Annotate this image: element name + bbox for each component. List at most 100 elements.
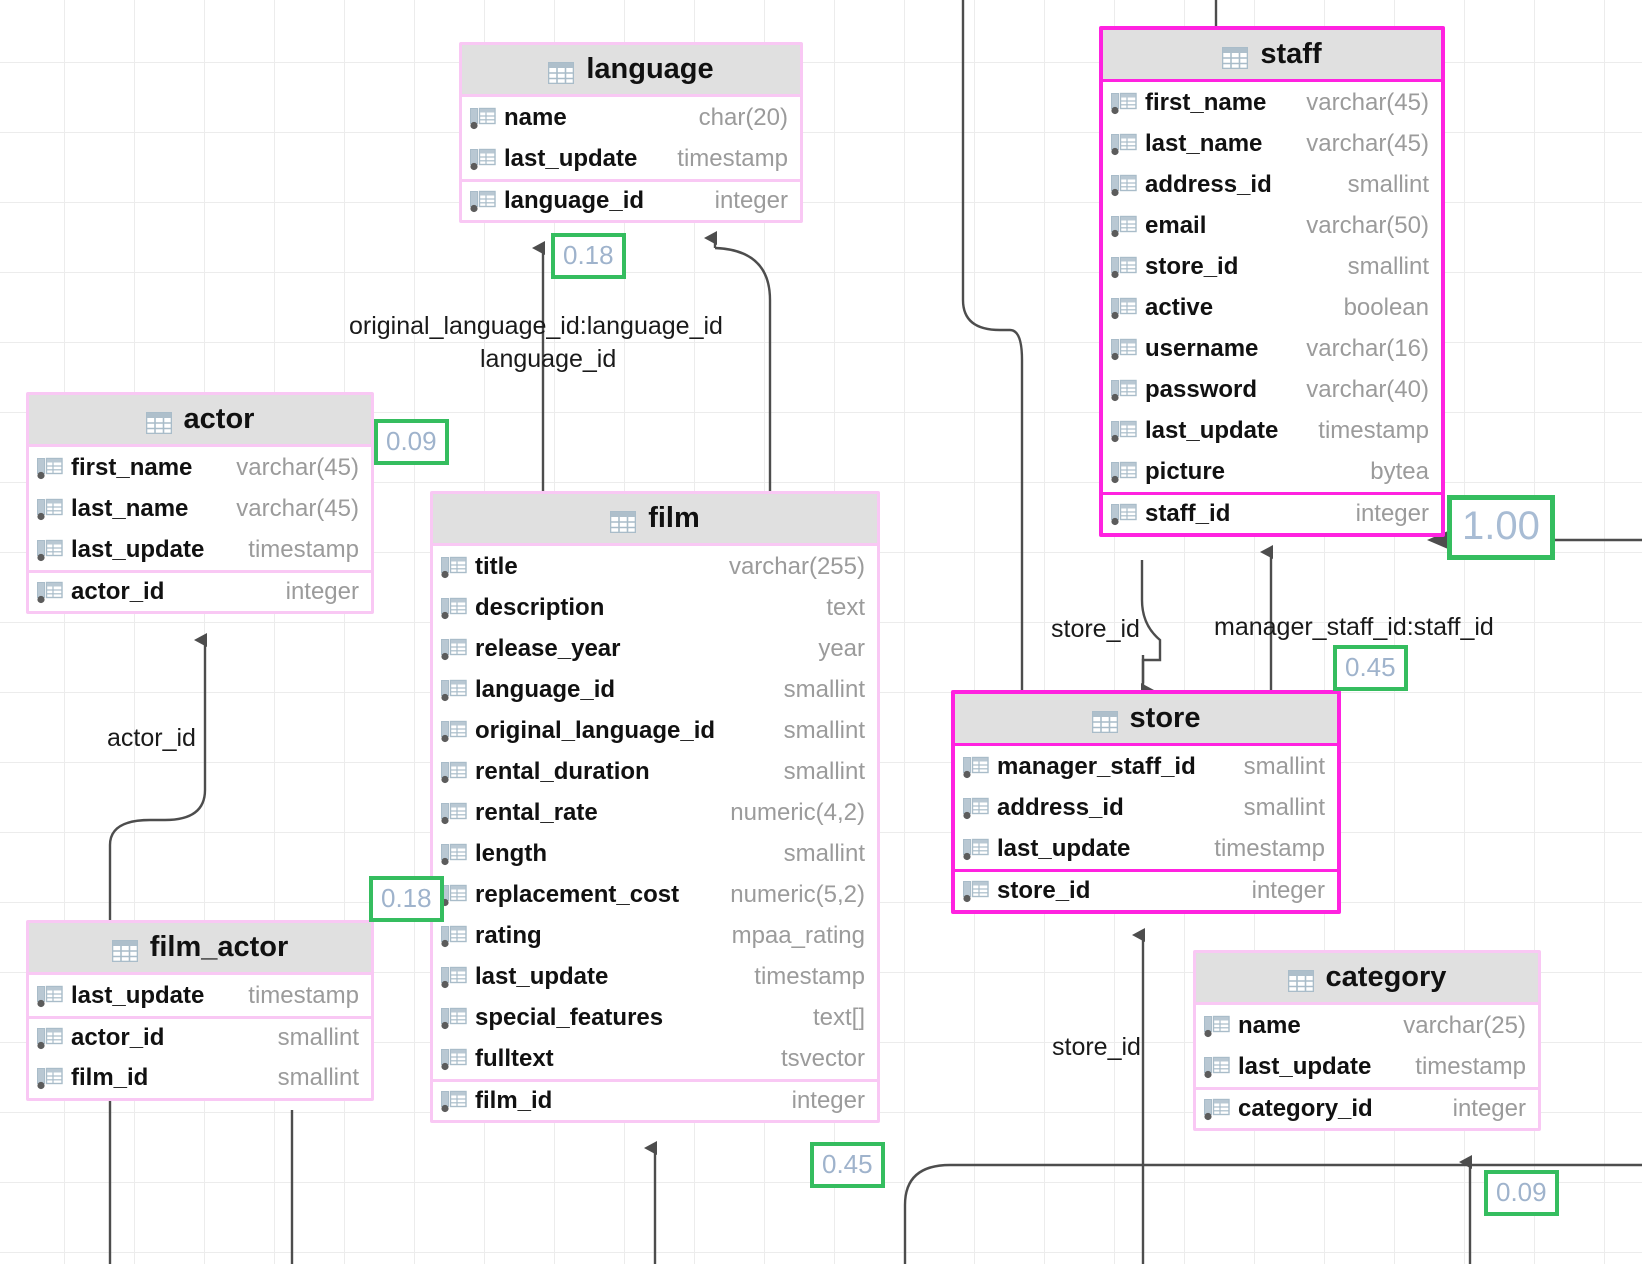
- badge-film-actor: 0.18: [369, 876, 444, 922]
- column-icon: [441, 965, 467, 989]
- column-type: timestamp: [677, 144, 788, 172]
- table-name: language: [586, 53, 714, 85]
- column-name: actor_id: [71, 1024, 165, 1051]
- column-type: varchar(45): [236, 453, 359, 481]
- column-type: smallint: [783, 716, 865, 744]
- column-type: bytea: [1370, 457, 1429, 485]
- table-name: actor: [183, 403, 255, 435]
- column-icon: [441, 719, 467, 743]
- column-name: last_update: [1145, 416, 1279, 444]
- badge-store: 0.45: [1333, 645, 1408, 691]
- column-type: text: [826, 593, 865, 621]
- column-row[interactable]: rental_duration smallint: [433, 751, 877, 792]
- column-type: smallint: [783, 757, 865, 785]
- column-name: rental_duration: [475, 757, 650, 785]
- column-name: language_id: [475, 675, 616, 703]
- column-name: last_update: [504, 144, 638, 172]
- lbl-orig-lang: original_language_id:language_id: [349, 312, 723, 340]
- column-icon: [441, 555, 467, 579]
- column-icon: [441, 678, 467, 702]
- column-type: varchar(45): [1306, 88, 1429, 116]
- column-type: year: [818, 634, 865, 662]
- column-name: email: [1145, 211, 1207, 239]
- column-icon: [441, 924, 467, 948]
- column-name: special_features: [475, 1003, 664, 1031]
- column-name: length: [475, 839, 547, 867]
- table-name: staff: [1260, 38, 1322, 70]
- table-icon: [111, 937, 138, 962]
- column-type: integer: [714, 187, 788, 214]
- badge-film: 0.45: [810, 1142, 885, 1188]
- column-icon: [37, 1066, 63, 1090]
- column-icon: [1111, 173, 1137, 197]
- column-row[interactable]: email varchar(50): [1103, 205, 1441, 246]
- column-icon: [441, 1006, 467, 1030]
- column-name: name: [504, 103, 567, 131]
- table-name: category: [1325, 961, 1447, 993]
- column-type: varchar(25): [1403, 1011, 1526, 1039]
- column-row[interactable]: release_year year: [433, 628, 877, 669]
- column-row[interactable]: last_update timestamp: [462, 138, 800, 179]
- column-icon: [37, 538, 63, 562]
- column-name: release_year: [475, 634, 621, 662]
- column-type: timestamp: [248, 535, 359, 563]
- column-icon: [1111, 91, 1137, 115]
- column-icon: [963, 755, 989, 779]
- table-header-staff: staff: [1103, 30, 1441, 82]
- lbl-store-id-staff: store_id: [1051, 615, 1140, 643]
- column-icon: [1111, 419, 1137, 443]
- column-icon: [1204, 1055, 1230, 1079]
- column-icon: [470, 147, 496, 171]
- column-type: varchar(45): [236, 494, 359, 522]
- column-name: password: [1145, 375, 1258, 403]
- column-type: varchar(50): [1306, 211, 1429, 239]
- column-icon: [470, 106, 496, 130]
- column-name: last_name: [1145, 129, 1263, 157]
